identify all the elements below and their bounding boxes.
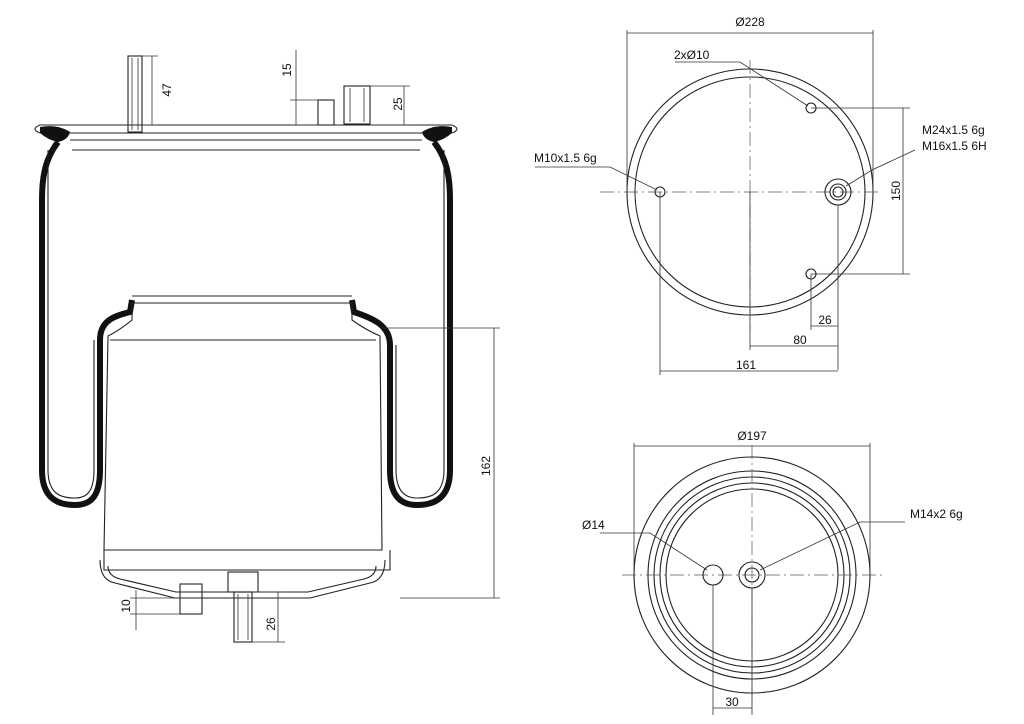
dim-25-label: 25 xyxy=(391,97,405,111)
thread-m10-label: M10x1.5 6g xyxy=(534,151,597,165)
thread-m24-label: M24x1.5 6g xyxy=(922,123,985,137)
dia-228-label: Ø228 xyxy=(735,15,765,29)
bottom-pin xyxy=(179,583,203,615)
holes-2x10-label: 2xØ10 xyxy=(674,48,710,62)
dim-26-top-label: 26 xyxy=(818,313,832,327)
bellows-right xyxy=(349,140,453,509)
thread-m16-label: M16x1.5 6H xyxy=(922,139,987,153)
bead-left xyxy=(40,126,70,142)
bottom-view: Ø197 Ø14 M14x2 6g 30 xyxy=(582,429,963,715)
dim-30-label: 30 xyxy=(725,695,739,709)
piston-base xyxy=(99,559,386,599)
dim-80-label: 80 xyxy=(793,333,807,347)
dim-15-label: 15 xyxy=(280,63,294,77)
top-pin xyxy=(317,99,335,126)
dim-162-label: 162 xyxy=(479,456,493,476)
bottom-hex xyxy=(227,571,259,593)
bellows-left xyxy=(39,140,135,509)
dim-10-label: 10 xyxy=(119,599,133,613)
bottom-stud xyxy=(233,591,253,643)
dim-26-label: 26 xyxy=(264,617,278,631)
bead-right xyxy=(422,126,452,142)
side-view: 47 15 25 162 10 26 xyxy=(34,50,500,643)
top-stud xyxy=(127,55,143,133)
piston-top xyxy=(132,295,352,304)
thread-m14-label: M14x2 6g xyxy=(910,507,963,521)
top-view: Ø228 2xØ10 M10x1.5 6g M24x1.5 6g M16x1.5… xyxy=(534,15,987,375)
dim-47-label: 47 xyxy=(160,83,174,97)
top-plate xyxy=(40,124,452,134)
air-fitting xyxy=(343,85,371,125)
dia-197-label: Ø197 xyxy=(737,429,767,443)
dia-14-label: Ø14 xyxy=(582,518,605,532)
dim-161-label: 161 xyxy=(736,358,756,372)
dim-150-label: 150 xyxy=(889,181,903,201)
